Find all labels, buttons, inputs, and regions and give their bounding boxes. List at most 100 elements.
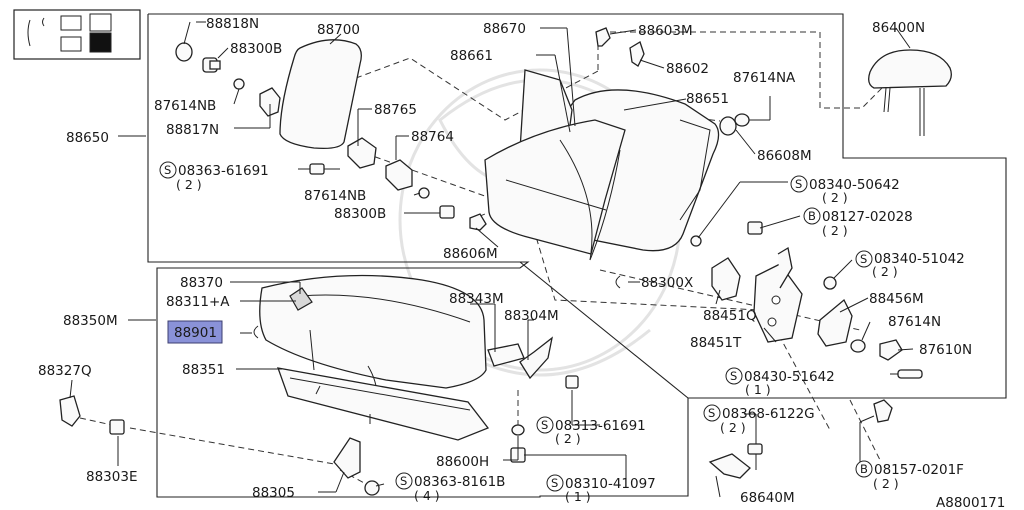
leader-lines [69,21,914,498]
bracket-88765-icon [347,137,377,169]
bolt-88300B-b-icon [439,205,455,219]
label-88350M: 88350M [63,313,118,329]
label-88765: 88765 [374,102,417,118]
label-08368-6122G: 08368-6122G [722,406,815,422]
label-88901: 88901 [174,325,217,341]
label-88303E: 88303E [86,469,137,485]
qty-08430-51642: ( 1 ) [745,382,771,397]
highlight-88901 [167,320,223,344]
qty-08157-0201F: ( 2 ) [873,476,899,491]
label-88602: 88602 [666,61,709,77]
cap-86608M-icon [719,116,737,136]
label-88700: 88700 [317,22,360,38]
bracket-88343M-icon [487,343,525,367]
label-88456M: 88456M [869,291,924,307]
symbols: S S B S S S S S B S [159,161,873,492]
nut-87614NB-b-icon [418,187,430,199]
label-88661: 88661 [450,48,493,64]
label-88300X: 88300X [641,275,693,291]
seat-cushion-88350M [259,274,487,407]
part-labels: 88818N 88300B 88700 87614NB 88817N 88765… [38,16,1005,510]
seat-layout-icon [13,9,141,60]
washer-88600H-icon [511,424,525,436]
qty-08310-41097: ( 1 ) [565,489,591,504]
screw-08363-icon [309,163,340,175]
label-87614NB-top: 87614NB [154,98,216,114]
cushion-88700-icon [279,39,362,150]
bolt-88300B-icon [202,57,221,73]
qty-08363-8161B: ( 4 ) [414,488,440,503]
label-88603M: 88603M [638,23,693,39]
screw-symbol: S [708,406,715,420]
label-88451T: 88451T [690,335,742,351]
label-86608M: 86608M [757,148,812,164]
washer-87614N-icon [850,339,866,353]
qty-08340-51042: ( 2 ) [872,264,898,279]
label-88343M: 88343M [449,291,504,307]
screw-08363-8161B-icon [364,480,380,496]
screw-symbol: S [730,369,737,383]
label-08363-61691: 08363-61691 [178,163,269,179]
label-88650: 88650 [66,130,109,146]
label-88451Q: 88451Q [703,308,757,324]
qty-08363-61691: ( 2 ) [176,177,202,192]
label-86400N: 86400N [872,20,925,36]
clip-88327Q-icon [59,395,81,427]
label-88764: 88764 [411,129,454,145]
latch-88304M-icon [519,336,553,380]
qty-08340-50642: ( 2 ) [822,190,848,205]
screw-08340-50642-icon [690,235,702,247]
label-88351: 88351 [182,362,225,378]
screw-symbol: S [541,418,548,432]
label-88304M: 88304M [504,308,559,324]
label-08340-50642: 08340-50642 [809,177,900,193]
label-08340-51042: 08340-51042 [874,251,965,267]
label-87614N: 87614N [888,314,941,330]
bracket-88305-icon [333,437,361,479]
label-88651: 88651 [686,91,729,107]
headrest-86400N [868,49,952,136]
nut-87614NB-icon [233,78,245,90]
clip-88901-icon [253,325,259,339]
qty-08127-02028: ( 2 ) [822,223,848,238]
screw-symbol: S [164,163,171,177]
seatback-88651 [484,69,720,261]
clip-88603M-icon [595,27,611,47]
label-88817N: 88817N [166,122,219,138]
label-88300B-bottom: 88300B [334,206,386,222]
bracket-88451Q-icon [711,257,741,301]
clip-68640M-icon [708,443,763,479]
cap-88818N-icon [175,42,193,62]
screw-symbol: S [400,474,407,488]
label-87614NA: 87614NA [733,70,796,86]
label-08157-0201F: 08157-0201F [874,462,964,478]
bolt-08313-icon [565,375,579,389]
screw-88606M-icon [469,213,487,231]
qty-08313-61691: ( 2 ) [555,431,581,446]
bolt-symbol: B [808,209,816,223]
label-08313-61691: 08313-61691 [555,418,646,434]
screw-symbol: S [551,476,558,490]
label-08127-02028: 08127-02028 [822,209,913,225]
screw-symbol: S [795,177,802,191]
label-88606M: 88606M [443,246,498,262]
latch-87610N-icon [879,339,923,379]
label-87614NB-bottom: 87614NB [304,188,366,204]
label-88311A: 88311+A [166,294,230,310]
hinge-88451T [747,221,803,343]
label-08430-51642: 08430-51642 [744,369,835,385]
label-87610N: 87610N [919,342,972,358]
screw-08340-51042-icon [823,276,837,290]
screw-symbol: S [860,252,867,266]
cap-87614NA-icon [734,113,750,127]
seat-frame-88351 [277,367,490,441]
frames [147,13,1007,498]
label-88818N: 88818N [206,16,259,32]
bolt-symbol: B [860,462,868,476]
clip-88602-icon [629,41,645,67]
bolt-88303E-icon [109,419,125,435]
label-88327Q: 88327Q [38,363,92,379]
label-88670: 88670 [483,21,526,37]
label-88300B-top: 88300B [230,41,282,57]
